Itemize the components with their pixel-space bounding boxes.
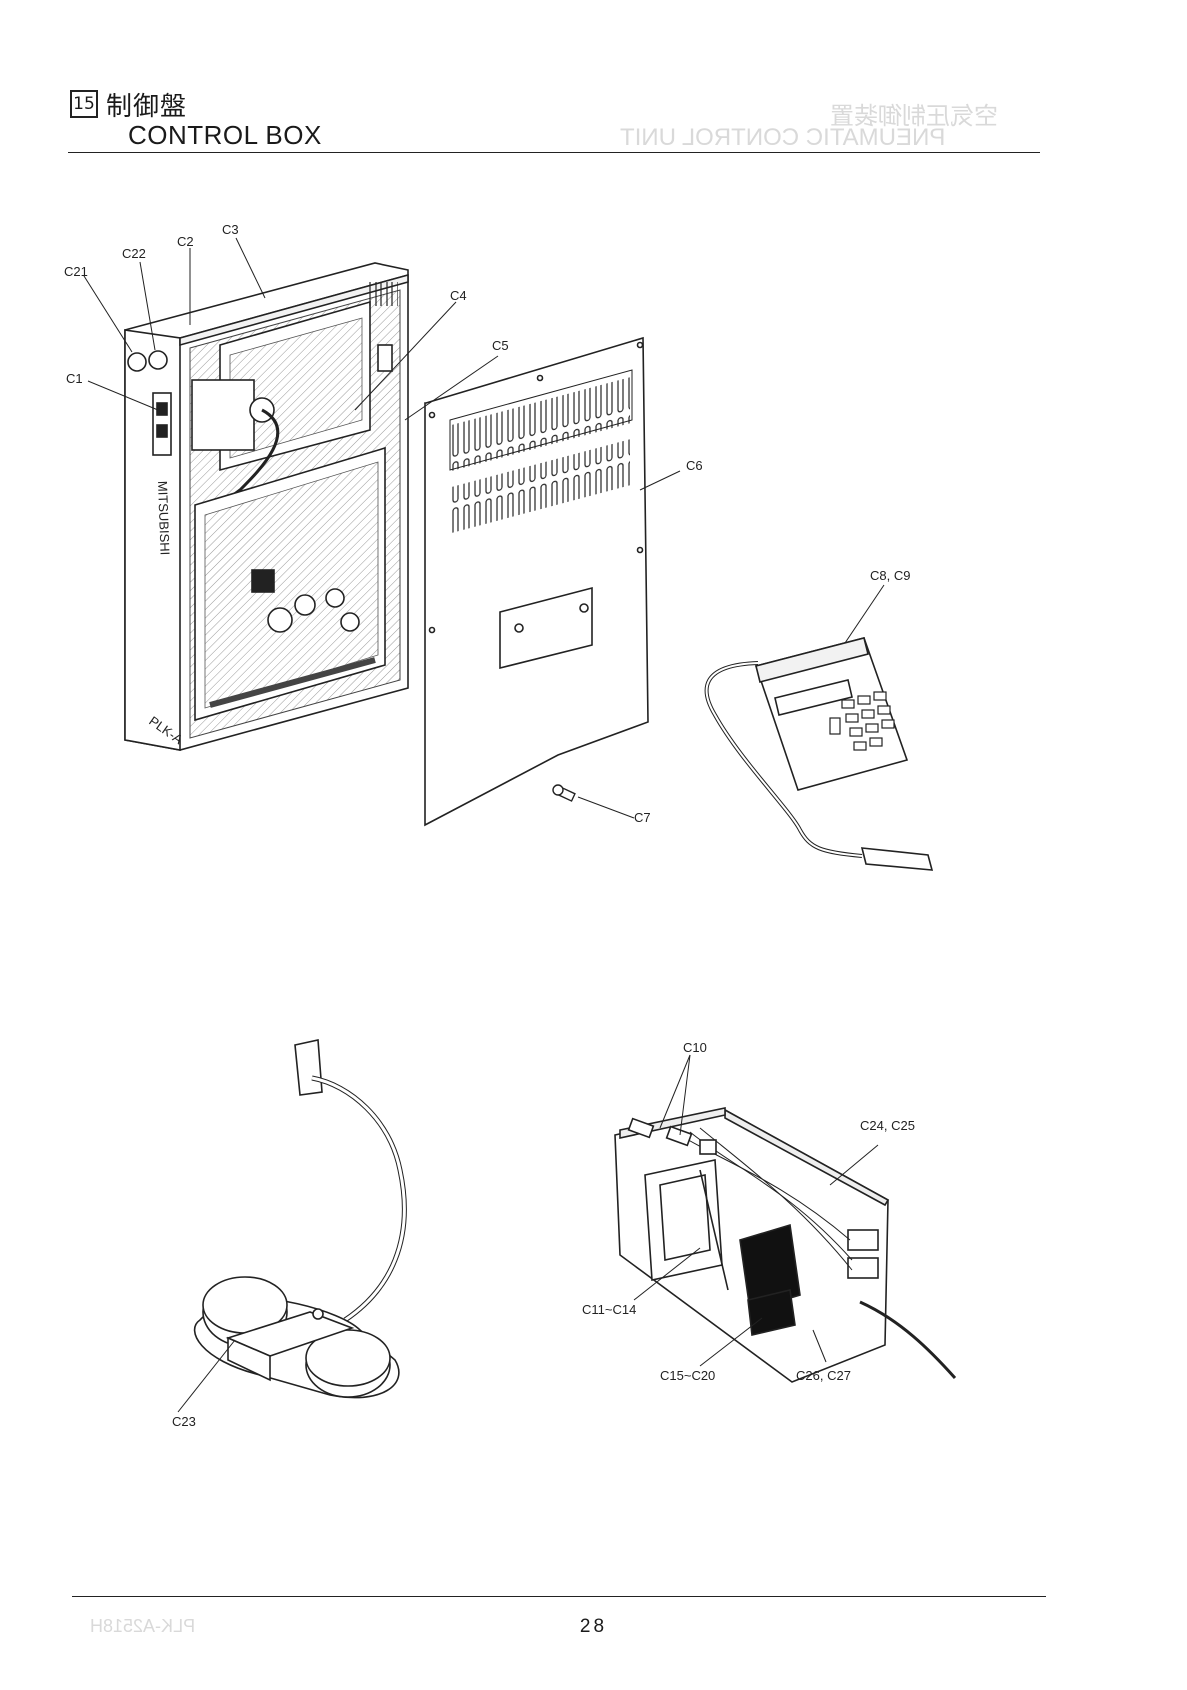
label-c7: C7 [634, 810, 651, 825]
label-c1: C1 [66, 371, 83, 386]
label-c5: C5 [492, 338, 509, 353]
label-c21: C21 [64, 264, 88, 279]
label-c4: C4 [450, 288, 467, 303]
handheld-programmer [707, 638, 932, 870]
box-brand-mark: MITSUBISHI [155, 481, 173, 556]
label-c15-c20: C15~C20 [660, 1368, 715, 1383]
label-c8-c9: C8, C9 [870, 568, 910, 583]
label-c10: C10 [683, 1040, 707, 1055]
label-c26-c27: C26, C27 [796, 1368, 851, 1383]
label-c3: C3 [222, 222, 239, 237]
footer-rule [72, 1596, 1046, 1597]
label-c22: C22 [122, 246, 146, 261]
page-number: 28 [0, 1616, 1187, 1638]
label-c11-c14: C11~C14 [582, 1302, 636, 1317]
label-c24-c25: C24, C25 [860, 1118, 915, 1133]
c7-screw [553, 785, 575, 801]
power-unit [615, 1108, 955, 1382]
label-c23: C23 [172, 1414, 196, 1429]
foot-switch [195, 1040, 405, 1398]
front-cover-panel [425, 338, 648, 825]
label-c6: C6 [686, 458, 703, 473]
label-c2: C2 [177, 234, 194, 249]
